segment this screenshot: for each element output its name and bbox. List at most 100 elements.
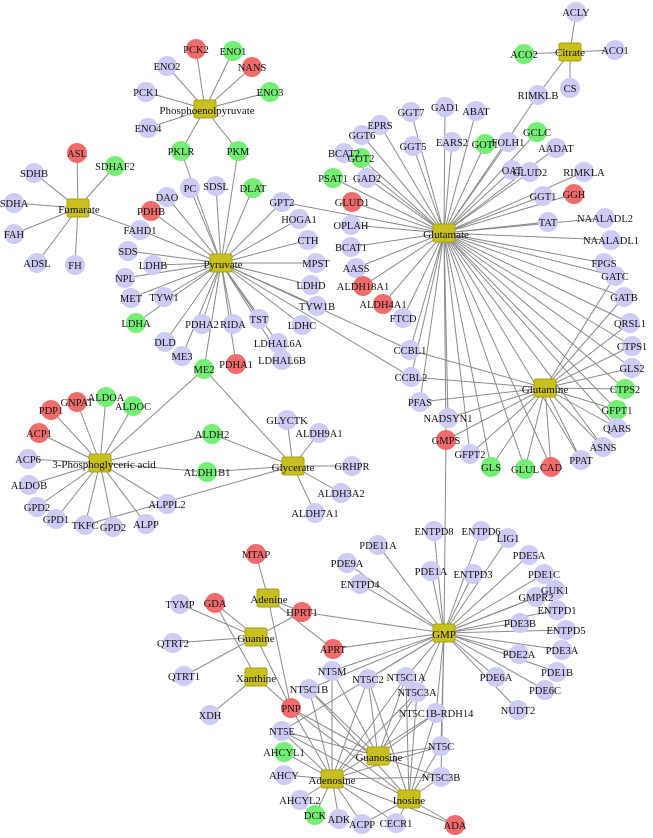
gene-node-fh[interactable] [65,255,85,275]
gene-node-aco2[interactable] [514,44,534,64]
gene-node-aldh7a1[interactable] [305,503,325,523]
gene-node-asl[interactable] [67,143,87,163]
hub-node-guanine[interactable] [244,627,268,647]
gene-node-glyctk[interactable] [277,410,297,430]
gene-node-pde6a[interactable] [486,667,506,687]
gene-node-cad[interactable] [541,457,561,477]
gene-node-nt5c[interactable] [431,736,451,756]
gene-node-me2[interactable] [194,359,214,379]
gene-node-npl[interactable] [115,268,135,288]
gene-node-nt5c1b-rdh14[interactable] [426,703,446,723]
gene-node-ldha[interactable] [126,313,146,333]
gene-node-aldh18a1[interactable] [353,276,373,296]
gene-node-glul[interactable] [515,459,535,479]
gene-node-entpd3[interactable] [463,564,483,584]
gene-node-ccbl1[interactable] [400,340,420,360]
gene-node-me3[interactable] [172,346,192,366]
gene-node-tkfc[interactable] [75,515,95,535]
gene-node-ctps2[interactable] [615,379,635,399]
hub-node-3pg[interactable] [88,453,112,473]
gene-node-gfpt2[interactable] [460,444,480,464]
gene-node-nt5e[interactable] [272,721,292,741]
gene-node-eno4[interactable] [138,118,158,138]
gene-node-naaladl1[interactable] [601,230,621,250]
gene-node-gmpr2[interactable] [526,587,546,607]
gene-node-aprt[interactable] [323,639,343,659]
gene-node-ears2[interactable] [442,132,462,152]
gene-node-ahcyl1[interactable] [274,742,294,762]
gene-node-met[interactable] [121,288,141,308]
gene-node-gclc[interactable] [527,122,547,142]
gene-node-pdha1[interactable] [226,354,246,374]
gene-node-cecr1[interactable] [386,813,406,833]
gene-node-gpd2[interactable] [27,497,47,517]
gene-node-acly[interactable] [566,2,586,22]
gene-node-mtap[interactable] [246,544,266,564]
gene-node-ppat[interactable] [571,450,591,470]
hub-node-guanosine[interactable] [366,746,390,766]
hub-node-glutamine[interactable] [533,378,557,398]
gene-node-gpd2[interactable] [103,517,123,537]
gene-node-dlat[interactable] [243,178,263,198]
gene-node-gad2[interactable] [357,168,377,188]
gene-node-pde11a[interactable] [368,535,388,555]
hub-node-fumarate[interactable] [66,198,90,218]
gene-node-rimkla[interactable] [574,162,594,182]
gene-node-dck[interactable] [305,805,325,825]
gene-node-got2[interactable] [351,148,371,168]
gene-node-entpd4[interactable] [350,574,370,594]
gene-node-ggt1[interactable] [533,186,553,206]
gene-node-nt5c1a[interactable] [396,667,416,687]
gene-node-pde9a[interactable] [337,553,357,573]
gene-node-ldhd[interactable] [301,275,321,295]
gene-node-pde3a[interactable] [552,640,572,660]
gene-node-entpd6[interactable] [471,521,491,541]
gene-node-tyw1b[interactable] [307,296,327,316]
gene-node-gmps[interactable] [436,430,456,450]
gene-node-ccbl2[interactable] [401,367,421,387]
gene-node-folh1[interactable] [498,132,518,152]
gene-node-nudt2[interactable] [508,700,528,720]
gene-node-adsl[interactable] [27,253,47,273]
gene-node-hoga1[interactable] [289,209,309,229]
gene-node-sdhb[interactable] [24,163,44,183]
hub-node-phosphoenolpyruvate[interactable] [193,99,217,119]
gene-node-grhpr[interactable] [342,456,362,476]
gene-node-nadsyn1[interactable] [438,408,458,428]
gene-node-rimklb[interactable] [528,85,548,105]
gene-node-gda[interactable] [205,593,225,613]
gene-node-fah[interactable] [4,224,24,244]
gene-node-entpd8[interactable] [424,521,444,541]
gene-node-acp6[interactable] [18,449,38,469]
gene-node-nans[interactable] [242,57,262,77]
gene-node-adk[interactable] [329,809,349,829]
gene-node-ahcyl2[interactable] [290,790,310,810]
gene-node-bcat2[interactable] [334,143,354,163]
hub-node-inosine[interactable] [397,789,421,809]
gene-node-ggh[interactable] [564,184,584,204]
gene-node-psat1[interactable] [323,168,343,188]
gene-node-abat[interactable] [466,101,486,121]
gene-node-sds[interactable] [118,241,138,261]
gene-node-gatb[interactable] [614,287,634,307]
gene-node-pkm[interactable] [228,141,248,161]
gene-node-glud1[interactable] [342,192,362,212]
gene-node-gpt2[interactable] [272,192,292,212]
gene-node-glud2[interactable] [520,162,540,182]
gene-node-pnp[interactable] [281,698,301,718]
hub-node-citrate[interactable] [558,42,582,62]
hub-node-glycerate[interactable] [281,456,305,476]
gene-node-oplah[interactable] [341,215,361,235]
gene-node-hprt1[interactable] [292,602,312,622]
gene-node-got1[interactable] [475,134,495,154]
gene-node-pde2a[interactable] [509,644,529,664]
gene-node-nt5c2[interactable] [358,669,378,689]
gene-node-aldh4a1[interactable] [373,294,393,314]
gene-node-sdhaf2[interactable] [105,156,125,176]
gene-node-aldh3a2[interactable] [331,483,351,503]
gene-node-gnpat[interactable] [67,392,87,412]
gene-node-xdh[interactable] [200,705,220,725]
gene-node-eno2[interactable] [157,56,177,76]
gene-node-nt5c3b[interactable] [431,767,451,787]
gene-node-ggt7[interactable] [401,102,421,122]
